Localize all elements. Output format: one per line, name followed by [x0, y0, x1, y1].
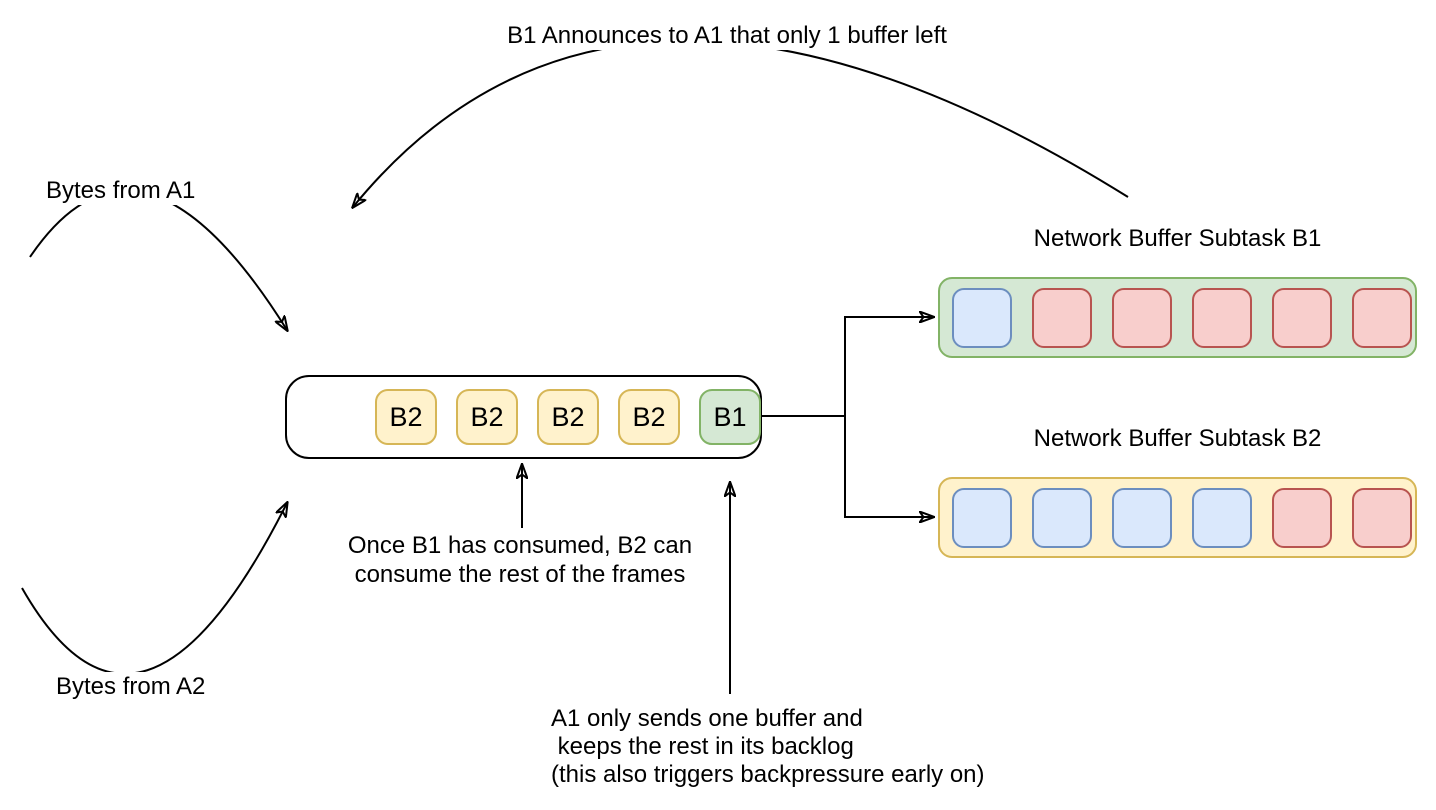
buffer-cell-blue — [1112, 487, 1172, 548]
arc-bytes-from-a2 — [21, 503, 287, 675]
buffer-cell-red — [1272, 487, 1332, 548]
arc-announce-to-a1 — [353, 40, 1129, 207]
subtask-b2-title: Network Buffer Subtask B2 — [1033, 425, 1322, 452]
subtask-b1-title: Network Buffer Subtask B1 — [1033, 225, 1322, 252]
buffer-cell-yellow: B2 — [456, 389, 518, 445]
note-line: (this also triggers backpressure early o… — [551, 761, 985, 788]
backlog-note: A1 only sends one buffer and keeps the r… — [551, 705, 985, 789]
buffer-cell-yellow: B2 — [618, 389, 680, 445]
network-buffer-subtask-b1 — [938, 277, 1417, 358]
buffer-cell-red — [1352, 287, 1412, 348]
buffer-cell-red — [1352, 487, 1412, 548]
arc-bytes-from-a1 — [29, 190, 287, 330]
note-line: consume the rest of the frames — [354, 561, 686, 588]
buffer-cell-red — [1112, 287, 1172, 348]
buffer-cell-yellow: B2 — [537, 389, 599, 445]
buffer-cell-blue — [952, 287, 1012, 348]
note-line: Once B1 has consumed, B2 can — [347, 532, 693, 559]
network-buffer-subtask-b2 — [938, 477, 1417, 558]
buffer-cell-yellow: B2 — [375, 389, 437, 445]
buffer-cell-red — [1192, 287, 1252, 348]
announce-label: B1 Announces to A1 that only 1 buffer le… — [482, 21, 972, 50]
arrow-split-to-subtask-b1 — [844, 317, 933, 416]
once-consumed-note: Once B1 has consumed, B2 can consume the… — [330, 531, 710, 589]
note-line: A1 only sends one buffer and — [551, 705, 863, 732]
buffer-cell-red — [1272, 287, 1332, 348]
buffer-cell-blue — [1032, 487, 1092, 548]
buffer-cell-red — [1032, 287, 1092, 348]
input-buffer-queue: B2 B2 B2 B2 B1 — [285, 375, 762, 459]
buffer-cell-green: B1 — [699, 389, 761, 445]
note-line: keeps the rest in its backlog — [551, 733, 854, 760]
bytes-from-a2-label: Bytes from A2 — [56, 672, 206, 701]
arrow-split-to-subtask-b2 — [844, 416, 933, 517]
bytes-from-a1-label: Bytes from A1 — [46, 176, 196, 205]
buffer-cell-blue — [952, 487, 1012, 548]
buffer-cell-blue — [1192, 487, 1252, 548]
